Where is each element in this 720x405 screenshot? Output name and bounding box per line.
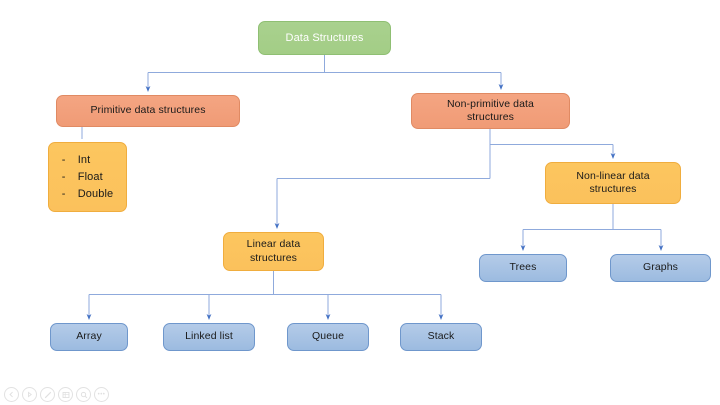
node-label: Primitive data structures [90,104,206,117]
node-label: Queue [311,330,345,343]
list-item-label: Float [77,170,103,183]
node-primitive-data-structures[interactable]: Primitive data structures [56,95,240,127]
node-trees[interactable]: Trees [479,254,567,282]
list-item-double: - Double [62,187,113,201]
node-stack[interactable]: Stack [400,323,482,351]
next-slide-button[interactable] [22,387,37,402]
previous-slide-button[interactable] [4,387,19,402]
node-non-primitive-data-structures[interactable]: Non-primitive data structures [411,93,570,129]
node-label: Data Structures [285,31,364,44]
list-item-label: Int [77,153,91,166]
list-bullet-dash: - [61,153,66,166]
node-non-linear-data-structures[interactable]: Non-linear data structures [545,162,681,204]
list-item-float: - Float [62,170,113,184]
node-queue[interactable]: Queue [287,323,369,351]
node-graphs[interactable]: Graphs [610,254,711,282]
list-item-label: Double [77,188,114,201]
node-label: Array [76,330,102,343]
node-linked-list[interactable]: Linked list [163,323,255,351]
magnifier-icon [80,391,87,398]
node-array[interactable]: Array [50,323,128,351]
ellipsis-icon: ••• [97,391,106,398]
slide-view-button[interactable] [58,387,73,402]
chevron-left-icon [9,391,13,398]
pen-icon [44,391,51,398]
grid-icon [62,391,69,398]
node-label: Non-primitive data structures [447,97,534,123]
node-label: Trees [509,261,537,274]
play-icon [28,391,32,398]
node-label: Stack [427,330,455,343]
node-primitive-types-list[interactable]: - Int - Float - Double [48,142,127,212]
node-label: Linear data structures [246,238,301,264]
node-data-structures[interactable]: Data Structures [258,21,391,55]
node-linear-data-structures[interactable]: Linear data structures [223,232,324,271]
more-options-button[interactable]: ••• [94,387,109,402]
node-label: Linked list [185,330,233,343]
zoom-button[interactable] [76,387,91,402]
slideshow-toolbar[interactable]: ••• [4,387,109,402]
node-label: Non-linear data structures [576,169,650,195]
node-label: Graphs [642,261,679,274]
list-bullet-dash: - [61,170,66,183]
list-bullet-dash: - [61,188,66,201]
list-item-int: - Int [62,153,113,167]
pen-tool-button[interactable] [40,387,55,402]
